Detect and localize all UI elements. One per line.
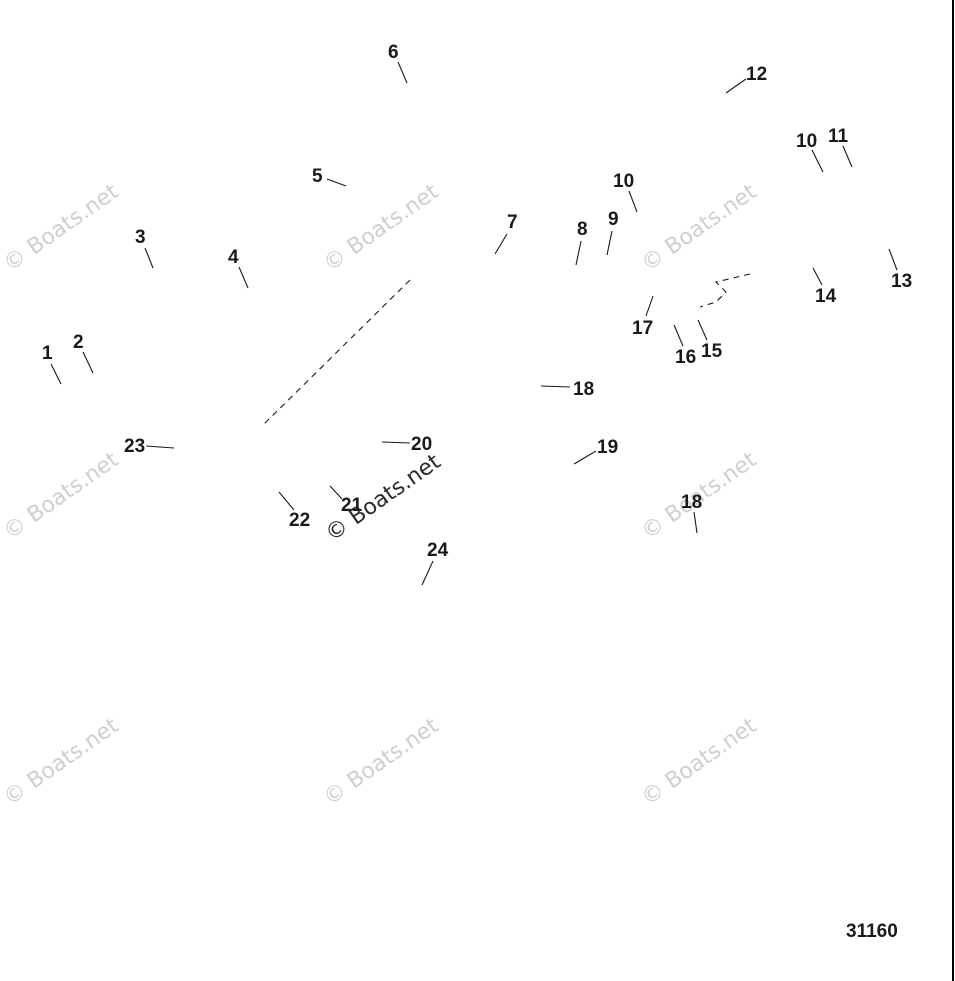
callout-22: 22 [289, 510, 310, 531]
leader-line-19 [573, 450, 597, 465]
callout-9: 9 [608, 209, 619, 230]
callout-18: 18 [681, 492, 702, 513]
leader-line-18b [693, 511, 698, 534]
dashed-guide-line [263, 279, 411, 425]
leader-line-24 [421, 560, 434, 586]
dashed-guide-zigzag [699, 273, 751, 308]
watermark: © Boats.net [319, 179, 444, 277]
watermark: © Boats.net [0, 447, 124, 545]
callout-5: 5 [312, 166, 323, 187]
callout-24: 24 [427, 540, 449, 561]
leader-line-9 [606, 230, 613, 256]
callout-16: 16 [675, 347, 696, 368]
leader-line-4 [238, 266, 249, 289]
leader-line-22 [278, 491, 295, 511]
watermark: © Boats.net [637, 179, 762, 277]
leader-line-14 [812, 267, 823, 286]
callout-labels: 6 12 10 11 5 10 7 8 9 3 4 13 14 17 16 15… [42, 42, 912, 561]
leader-line-12 [725, 78, 747, 94]
callout-6: 6 [388, 42, 399, 63]
callout-18: 18 [573, 379, 594, 400]
leader-line-3 [144, 247, 154, 269]
callout-12: 12 [746, 64, 767, 85]
watermark: © Boats.net [637, 713, 762, 811]
leader-line-1 [50, 363, 62, 385]
callout-14: 14 [815, 286, 837, 307]
leader-line-2 [82, 351, 94, 374]
callout-21: 21 [341, 495, 363, 516]
watermark-dark: © Boats.net [321, 449, 446, 547]
callout-2: 2 [73, 332, 84, 353]
callout-4: 4 [228, 247, 239, 268]
callout-10: 10 [613, 171, 634, 192]
leader-line-17 [645, 295, 654, 317]
watermark-group: © Boats.net © Boats.net © Boats.net © Bo… [0, 179, 762, 811]
leader-line-21 [329, 485, 343, 500]
diagram-number: 31160 [846, 921, 898, 942]
leader-line-20 [381, 441, 411, 444]
leader-line-16 [673, 324, 684, 347]
callout-8: 8 [577, 219, 588, 240]
callout-19: 19 [597, 437, 618, 458]
watermark: © Boats.net [319, 713, 444, 811]
leader-line-8 [575, 240, 582, 266]
callout-20: 20 [411, 434, 432, 455]
callout-11: 11 [828, 126, 849, 147]
leader-line-6 [397, 61, 408, 84]
leader-line-10a [811, 149, 824, 173]
callout-7: 7 [507, 212, 518, 233]
leader-line-18a [540, 385, 571, 388]
callout-13: 13 [891, 271, 912, 292]
leader-lines [50, 61, 898, 586]
callout-23: 23 [124, 436, 145, 457]
callout-10: 10 [796, 131, 817, 152]
leader-line-11 [842, 145, 853, 168]
leader-line-7 [494, 233, 508, 255]
callout-17: 17 [632, 318, 653, 339]
callout-3: 3 [135, 227, 146, 248]
callout-15: 15 [701, 341, 723, 362]
watermark: © Boats.net [0, 713, 124, 811]
leader-line-10b [628, 190, 638, 213]
leader-line-13 [888, 248, 898, 271]
leader-line-15 [697, 319, 708, 341]
callout-1: 1 [42, 343, 53, 364]
watermark: © Boats.net [0, 179, 124, 277]
leader-line-5 [326, 178, 347, 187]
leader-line-23 [145, 445, 175, 449]
